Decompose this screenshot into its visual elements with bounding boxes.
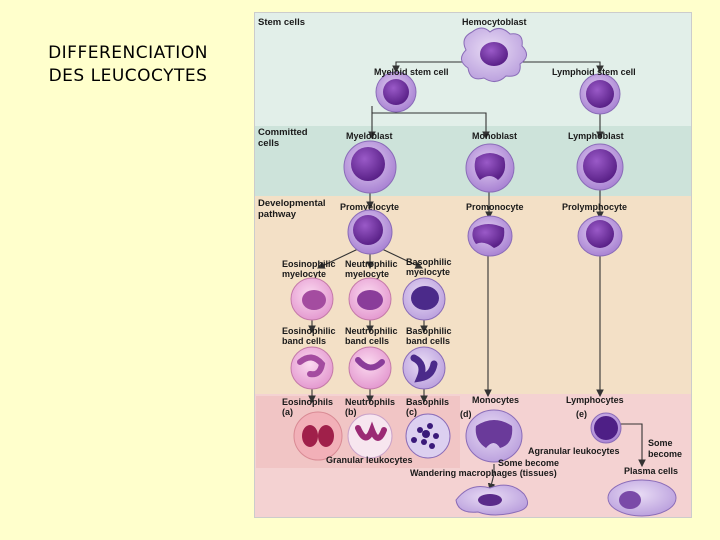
- label-monocytes: Monocytes: [472, 395, 519, 405]
- basophilic-myelocyte-cell: [402, 277, 446, 321]
- slide-title-line-2: DES LEUCOCYTES: [48, 66, 208, 86]
- band-label-committed-2: cells: [258, 138, 279, 149]
- lymphoid-stem-cell: [579, 73, 621, 115]
- label-basophilic-myelocyte-1: Basophilic: [406, 257, 452, 267]
- promyelocyte-cell: [347, 209, 393, 255]
- label-basophilic-band-1: Basophilic: [406, 326, 452, 336]
- lymphoblast-cell: [576, 143, 624, 191]
- hemocytoblast-cell: [461, 27, 527, 82]
- label-neutrophilic-band-1: Neutrophilic: [345, 326, 398, 336]
- label-eosinophils: Eosinophils: [282, 397, 333, 407]
- label-lymphoblast: Lymphoblast: [568, 131, 624, 141]
- label-neutrophilic-band-2: band cells: [345, 336, 389, 346]
- label-neutrophilic-myelocyte-1: Neutrophilic: [345, 259, 398, 269]
- myeloid-stem-cell: [375, 71, 417, 113]
- label-neutrophils: Neutrophils: [345, 397, 395, 407]
- label-agranular-leukocytes: Agranular leukocytes: [528, 446, 620, 456]
- label-myeloblast: Myeloblast: [346, 131, 393, 141]
- label-plasma-cells: Plasma cells: [624, 466, 678, 476]
- leukocyte-differentiation-diagram: Stem cells Committed cells Developmental…: [254, 12, 692, 518]
- lymphocyte-cell: [590, 412, 622, 444]
- label-basophilic-band-2: band cells: [406, 336, 450, 346]
- label-basophils: Basophils: [406, 397, 449, 407]
- band-label-committed-1: Committed: [258, 127, 308, 138]
- label-granular-leukocytes: Granular leukocytes: [326, 455, 413, 465]
- label-eosinophilic-band-2: band cells: [282, 336, 326, 346]
- label-basophilic-myelocyte-2: myelocyte: [406, 267, 450, 277]
- label-some-become-lymph-2: become: [648, 449, 682, 459]
- plasma-cell: [607, 479, 677, 517]
- band-label-stem: Stem cells: [258, 17, 305, 28]
- label-neutrophilic-myelocyte-2: myelocyte: [345, 269, 389, 279]
- band-label-developmental-2: pathway: [258, 209, 297, 220]
- monoblast-cell: [465, 143, 515, 193]
- neutrophilic-band-cell: [348, 346, 392, 390]
- prolymphocyte-cell: [577, 215, 623, 257]
- eosinophil-cell: [293, 411, 343, 461]
- label-some-become-monocyte: Some become: [498, 458, 559, 468]
- basophil-cell: [405, 413, 451, 459]
- label-hemocytoblast: Hemocytoblast: [462, 17, 527, 27]
- label-tag-b: (b): [345, 407, 357, 417]
- neutrophilic-myelocyte-cell: [348, 277, 392, 321]
- promonocyte-cell: [467, 215, 513, 257]
- label-tag-a: (a): [282, 407, 293, 417]
- slide-title: DIFFERENCIATION DES LEUCOCYTES: [18, 42, 238, 88]
- macrophage-cell: [455, 484, 529, 516]
- basophilic-band-cell: [402, 346, 446, 390]
- label-promyelocyte: Promyelocyte: [340, 202, 399, 212]
- label-tag-e: (e): [576, 409, 587, 419]
- label-monoblast: Monoblast: [472, 131, 517, 141]
- monocyte-cell: [465, 409, 523, 463]
- eosinophilic-band-cell: [290, 346, 334, 390]
- label-tag-c: (c): [406, 407, 417, 417]
- label-eosinophilic-myelocyte-1: Eosinophilic: [282, 259, 336, 269]
- diagram-frame: [254, 12, 692, 518]
- band-label-developmental-1: Developmental: [258, 198, 326, 209]
- label-prolymphocyte: Prolymphocyte: [562, 202, 627, 212]
- label-tag-d: (d): [460, 409, 472, 419]
- eosinophilic-myelocyte-cell: [290, 277, 334, 321]
- slide-title-line-1: DIFFERENCIATION: [48, 43, 208, 63]
- label-eosinophilic-myelocyte-2: myelocyte: [282, 269, 326, 279]
- label-wandering-macrophages: Wandering macrophages (tissues): [410, 468, 557, 478]
- label-lymphoid-stem-cell: Lymphoid stem cell: [552, 67, 636, 77]
- label-some-become-lymph-1: Some: [648, 438, 673, 448]
- myeloblast-cell: [343, 140, 397, 194]
- label-myeloid-stem-cell: Myeloid stem cell: [374, 67, 449, 77]
- label-promonocyte: Promonocyte: [466, 202, 524, 212]
- label-lymphocytes: Lymphocytes: [566, 395, 624, 405]
- neutrophil-cell: [347, 413, 393, 459]
- label-eosinophilic-band-1: Eosinophilic: [282, 326, 336, 336]
